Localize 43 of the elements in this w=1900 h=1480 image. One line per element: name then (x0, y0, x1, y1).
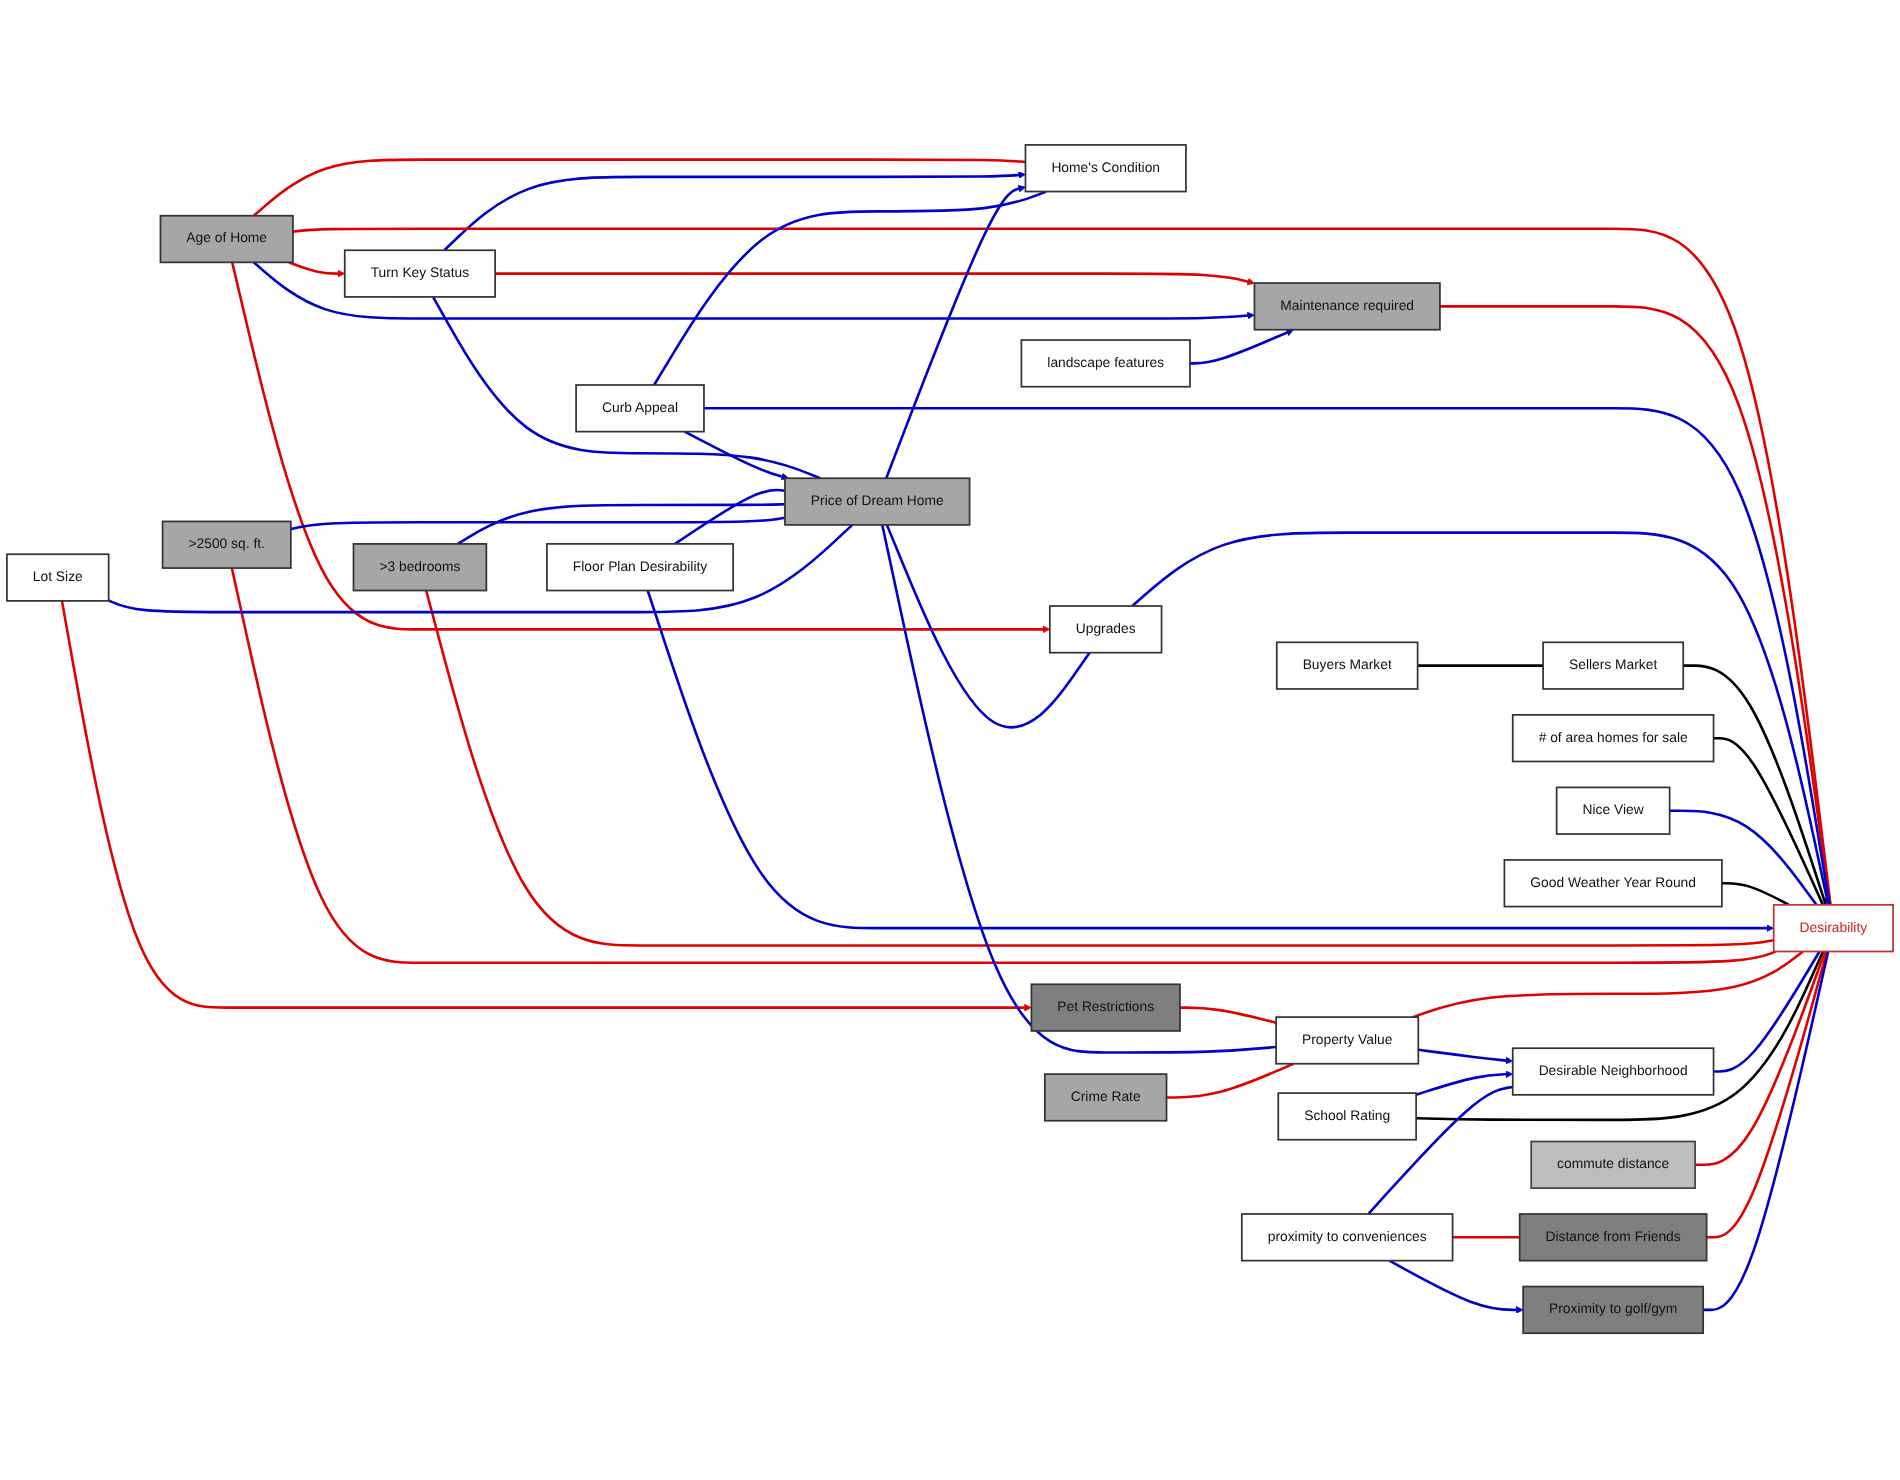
connector (457, 503, 785, 546)
arrow (443, 172, 1026, 253)
arrow (60, 601, 1032, 1013)
connector (431, 297, 821, 481)
connector (292, 228, 1832, 906)
connector (1166, 1063, 1294, 1100)
arrow (288, 262, 346, 279)
connector (1180, 1007, 1277, 1025)
arrow (252, 262, 1255, 321)
arrow (885, 185, 1026, 480)
connector (885, 525, 1091, 730)
arrow (684, 431, 789, 482)
connector (1416, 951, 1825, 1123)
connector (1669, 810, 1818, 907)
arrow (646, 591, 1775, 933)
connector (1721, 882, 1790, 907)
connector (1703, 952, 1830, 1313)
arrow (230, 263, 1051, 635)
connector (1706, 952, 1829, 1240)
arrow (1131, 532, 1831, 907)
connector (1452, 1236, 1520, 1240)
connector (108, 524, 854, 615)
arrow (495, 273, 1255, 287)
connector (1713, 951, 1821, 1074)
connector (424, 591, 1774, 948)
arrow (1415, 1071, 1514, 1097)
connector (1417, 665, 1544, 668)
connector (230, 568, 1776, 965)
connector (653, 191, 1047, 387)
connector (1412, 951, 1804, 1020)
connector (252, 159, 1026, 218)
arrow (1190, 329, 1294, 366)
connector (674, 489, 786, 546)
connector (1713, 737, 1825, 907)
connector (703, 407, 1831, 906)
connector (881, 525, 1277, 1055)
connector (1683, 665, 1828, 907)
arrow (1388, 1260, 1524, 1315)
connector (1439, 306, 1832, 906)
arrow (1418, 1049, 1514, 1066)
connector (1695, 951, 1827, 1168)
connector (290, 517, 786, 532)
connector (1367, 1086, 1513, 1216)
